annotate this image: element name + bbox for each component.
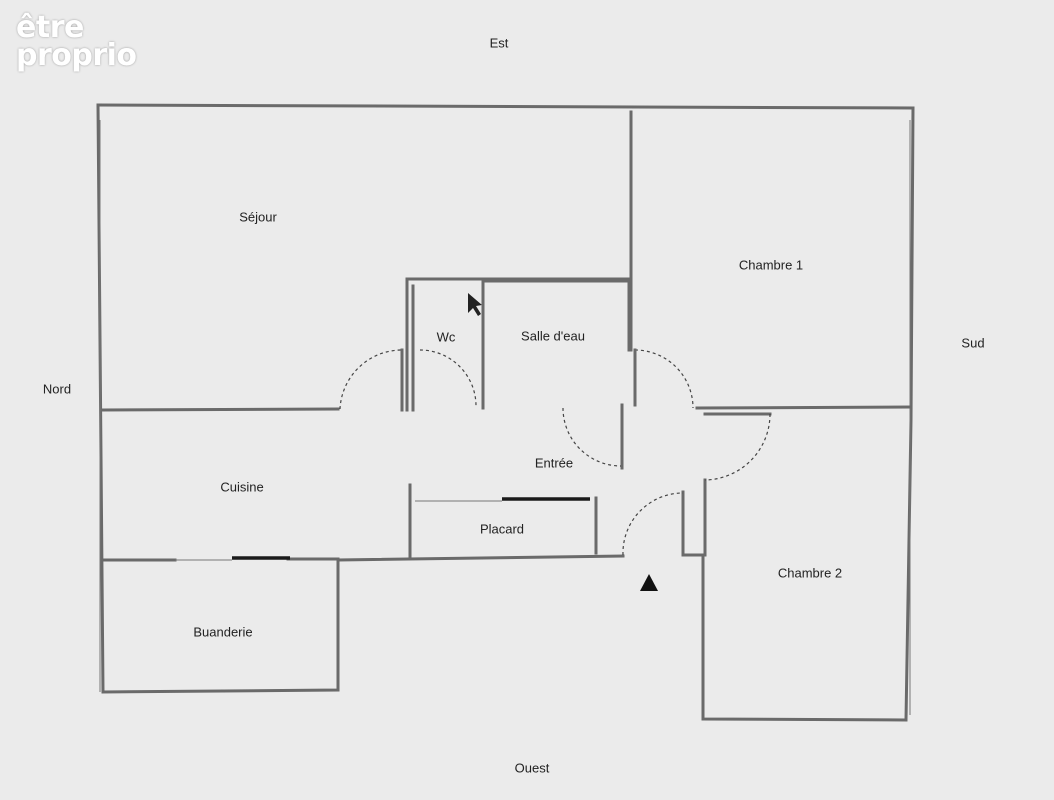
room-entree: Entrée — [534, 455, 574, 471]
room-sejour: Séjour — [239, 209, 277, 225]
room-chambre-1: Chambre 1 — [738, 257, 804, 273]
sliding-doors — [175, 497, 590, 561]
entrance-arrow-icon — [640, 574, 658, 591]
room-salle-deau: Salle d'eau — [521, 328, 585, 344]
room-chambre-2: Chambre 2 — [777, 565, 843, 581]
room-cuisine: Cuisine — [220, 479, 264, 495]
logo-line-2: proprio — [16, 38, 137, 73]
brand-logo: être proprio — [16, 10, 137, 73]
compass-east: Est — [489, 35, 509, 51]
compass-south: Sud — [961, 335, 985, 351]
logo-line-1: être — [16, 10, 84, 45]
mouse-cursor-icon — [468, 293, 482, 316]
room-buanderie: Buanderie — [193, 624, 253, 640]
swing-doors — [339, 348, 771, 556]
compass-west: Ouest — [514, 760, 550, 776]
room-wc: Wc — [436, 329, 456, 345]
room-placard: Placard — [479, 521, 525, 537]
outer-walls — [96, 103, 915, 722]
interior-walls — [101, 110, 913, 562]
compass-north: Nord — [42, 381, 72, 397]
